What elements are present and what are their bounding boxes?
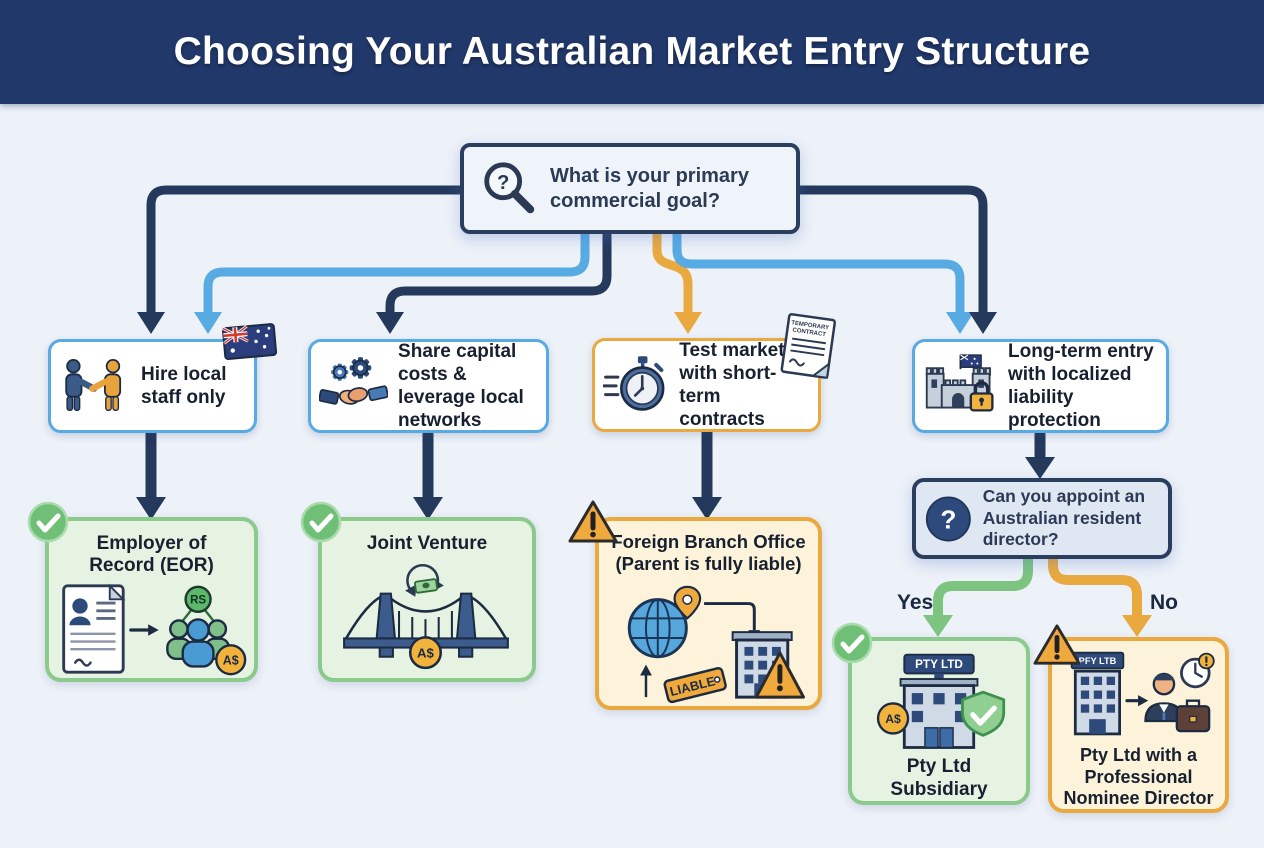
branch-label: Share capital costs & leverage local net… <box>398 340 524 432</box>
branch-long-term-entry: Long-term entry with localized liability… <box>912 339 1169 433</box>
arrowhead <box>923 615 953 637</box>
outcome-pty-ltd-subsidiary: PTY LTD A$ Pty Ltd Subsidiary <box>848 637 1030 805</box>
branch-label: Hire local staff only <box>140 363 227 408</box>
sub-question-box: ? Can you appoint an Australian resident… <box>912 478 1172 559</box>
bridge-money-cycle-icon: A$ <box>343 564 509 670</box>
header-bar: Choosing Your Australian Market Entry St… <box>0 0 1264 104</box>
svg-text:?: ? <box>497 172 509 194</box>
outcome-nominee-director: PFY LTB Pty Ltd with a Professional <box>1048 637 1229 813</box>
svg-text:?: ? <box>940 504 956 534</box>
temporary-contract-icon: TEMPORARY CONTRACT <box>780 313 837 379</box>
castle-flag-lock-icon <box>925 354 994 412</box>
svg-text:A$: A$ <box>417 646 435 661</box>
outcome-title: Foreign Branch Office (Parent is fully l… <box>611 531 806 574</box>
arrowhead <box>969 312 997 334</box>
pty-ltd-building-shield-icon: PTY LTD A$ <box>876 653 1006 749</box>
arrowhead <box>136 497 166 520</box>
branch-label: Long-term entry with localized liability… <box>1008 340 1154 432</box>
arrowhead <box>674 312 702 334</box>
connector-root-to-branch4-blue <box>672 225 965 317</box>
australia-flag-icon <box>222 323 278 360</box>
outcome-title: Joint Venture <box>366 533 488 554</box>
check-badge-icon <box>27 501 69 543</box>
connector-root-to-branch1-blue <box>203 225 590 317</box>
root-question-text: What is your primary commercial goal? <box>550 165 749 212</box>
warning-badge-icon <box>568 500 618 543</box>
arrowhead <box>946 312 974 334</box>
connector-root-to-branch4-navy <box>793 185 988 317</box>
outcome-employer-of-record: Employer of Record (EOR) RS A$ <box>45 517 258 682</box>
sub-question-text: Can you appoint an Australian resident d… <box>982 486 1146 550</box>
svg-text:PTY LTD: PTY LTD <box>915 658 963 671</box>
handshake-people-icon <box>65 359 122 411</box>
branch-share-capital: Share capital costs & leverage local net… <box>308 339 549 433</box>
svg-text:A$: A$ <box>222 653 238 667</box>
arrowhead <box>194 312 222 334</box>
root-question-box: ? What is your primary commercial goal? <box>460 143 800 234</box>
gears-handshake-icon <box>319 357 389 405</box>
arrowhead <box>1122 615 1152 637</box>
connector-yes-green <box>933 552 1033 622</box>
connector-root-to-branch3-orange <box>652 225 693 317</box>
connector-root-to-branch2-navy <box>385 225 612 317</box>
yes-label: Yes <box>897 591 934 614</box>
arrowhead <box>413 497 443 520</box>
warning-badge-icon <box>1033 624 1081 665</box>
arrowhead <box>137 312 165 334</box>
branch-hire-local-staff: Hire local staff only <box>48 339 257 433</box>
eor-contract-to-workforce-icon: RS A$ <box>61 583 246 676</box>
branch-label: Test market with short-term contracts <box>679 339 785 431</box>
arrowhead <box>692 497 722 520</box>
outcome-title: Pty Ltd Subsidiary <box>890 756 988 800</box>
check-badge-icon <box>831 622 873 664</box>
arrowhead <box>376 312 404 334</box>
magnifier-question-icon: ? <box>484 161 535 213</box>
question-circle-icon: ? <box>925 496 971 541</box>
svg-text:TEMPORARY: TEMPORARY <box>791 320 830 331</box>
outcome-title: Employer of Record (EOR) <box>89 533 214 577</box>
outcome-joint-venture: Joint Venture A$ <box>318 517 536 682</box>
globe-building-liable-icon: LIABLE <box>627 585 805 703</box>
check-badge-icon <box>300 501 342 543</box>
outcome-foreign-branch-office: Foreign Branch Office (Parent is fully l… <box>595 517 822 710</box>
building-nominee-director-icon: PFY LTB <box>1070 651 1215 736</box>
outcome-title: Pty Ltd with a Professional Nominee Dire… <box>1063 745 1214 808</box>
stopwatch-icon <box>603 356 665 411</box>
svg-text:CONTRACT: CONTRACT <box>792 328 827 339</box>
arrowhead <box>1025 457 1055 479</box>
svg-text:PFY LTB: PFY LTB <box>1078 656 1116 666</box>
connector-no-orange <box>1048 552 1142 622</box>
no-label: No <box>1150 591 1178 614</box>
page-title: Choosing Your Australian Market Entry St… <box>173 30 1091 73</box>
svg-text:A$: A$ <box>885 712 901 726</box>
connector-root-to-branch1-navy <box>146 185 467 317</box>
svg-text:RS: RS <box>190 594 206 606</box>
